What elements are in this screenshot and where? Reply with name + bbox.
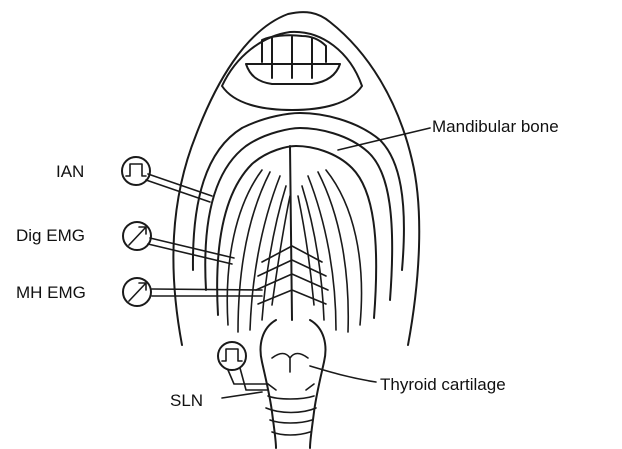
dig-emg-label: Dig EMG <box>16 227 85 244</box>
mandibular-leader <box>338 128 430 150</box>
muscle-fiber-right-2 <box>318 172 348 332</box>
mandible-curve-2 <box>205 128 392 300</box>
muscle-fiber-left-5 <box>272 196 290 305</box>
mh-emg-electrode-icon <box>123 278 151 306</box>
jaw-outline <box>173 12 419 345</box>
sln-label-leader <box>222 392 262 398</box>
thyroid-notch <box>272 354 308 373</box>
sln-stimulator-icon <box>218 342 246 370</box>
ian-stimulator-icon <box>122 157 150 185</box>
muscle-fiber-left-4 <box>262 186 286 320</box>
dig-emg-electrode-icon <box>123 222 151 250</box>
muscle-fiber-right-1 <box>326 170 362 325</box>
muscle-fiber-left-3 <box>250 176 280 330</box>
ian-label: IAN <box>56 163 84 180</box>
sln-label: SLN <box>170 392 203 409</box>
muscle-fiber-right-3 <box>308 176 336 330</box>
thyroid-side-marks <box>268 384 314 390</box>
thyroid-cartilage-label: Thyroid cartilage <box>380 376 506 393</box>
mandibular-bone-label: Mandibular bone <box>432 118 559 135</box>
muscle-fiber-left-2 <box>238 172 270 332</box>
dig-emg-lead <box>148 238 234 264</box>
larynx-outline <box>261 320 326 448</box>
mh-emg-lead <box>152 289 262 296</box>
sln-lead <box>228 368 268 390</box>
mandible-curve-1 <box>193 113 404 270</box>
midline-raphe <box>290 146 292 320</box>
mh-emg-label: MH EMG <box>16 284 86 301</box>
